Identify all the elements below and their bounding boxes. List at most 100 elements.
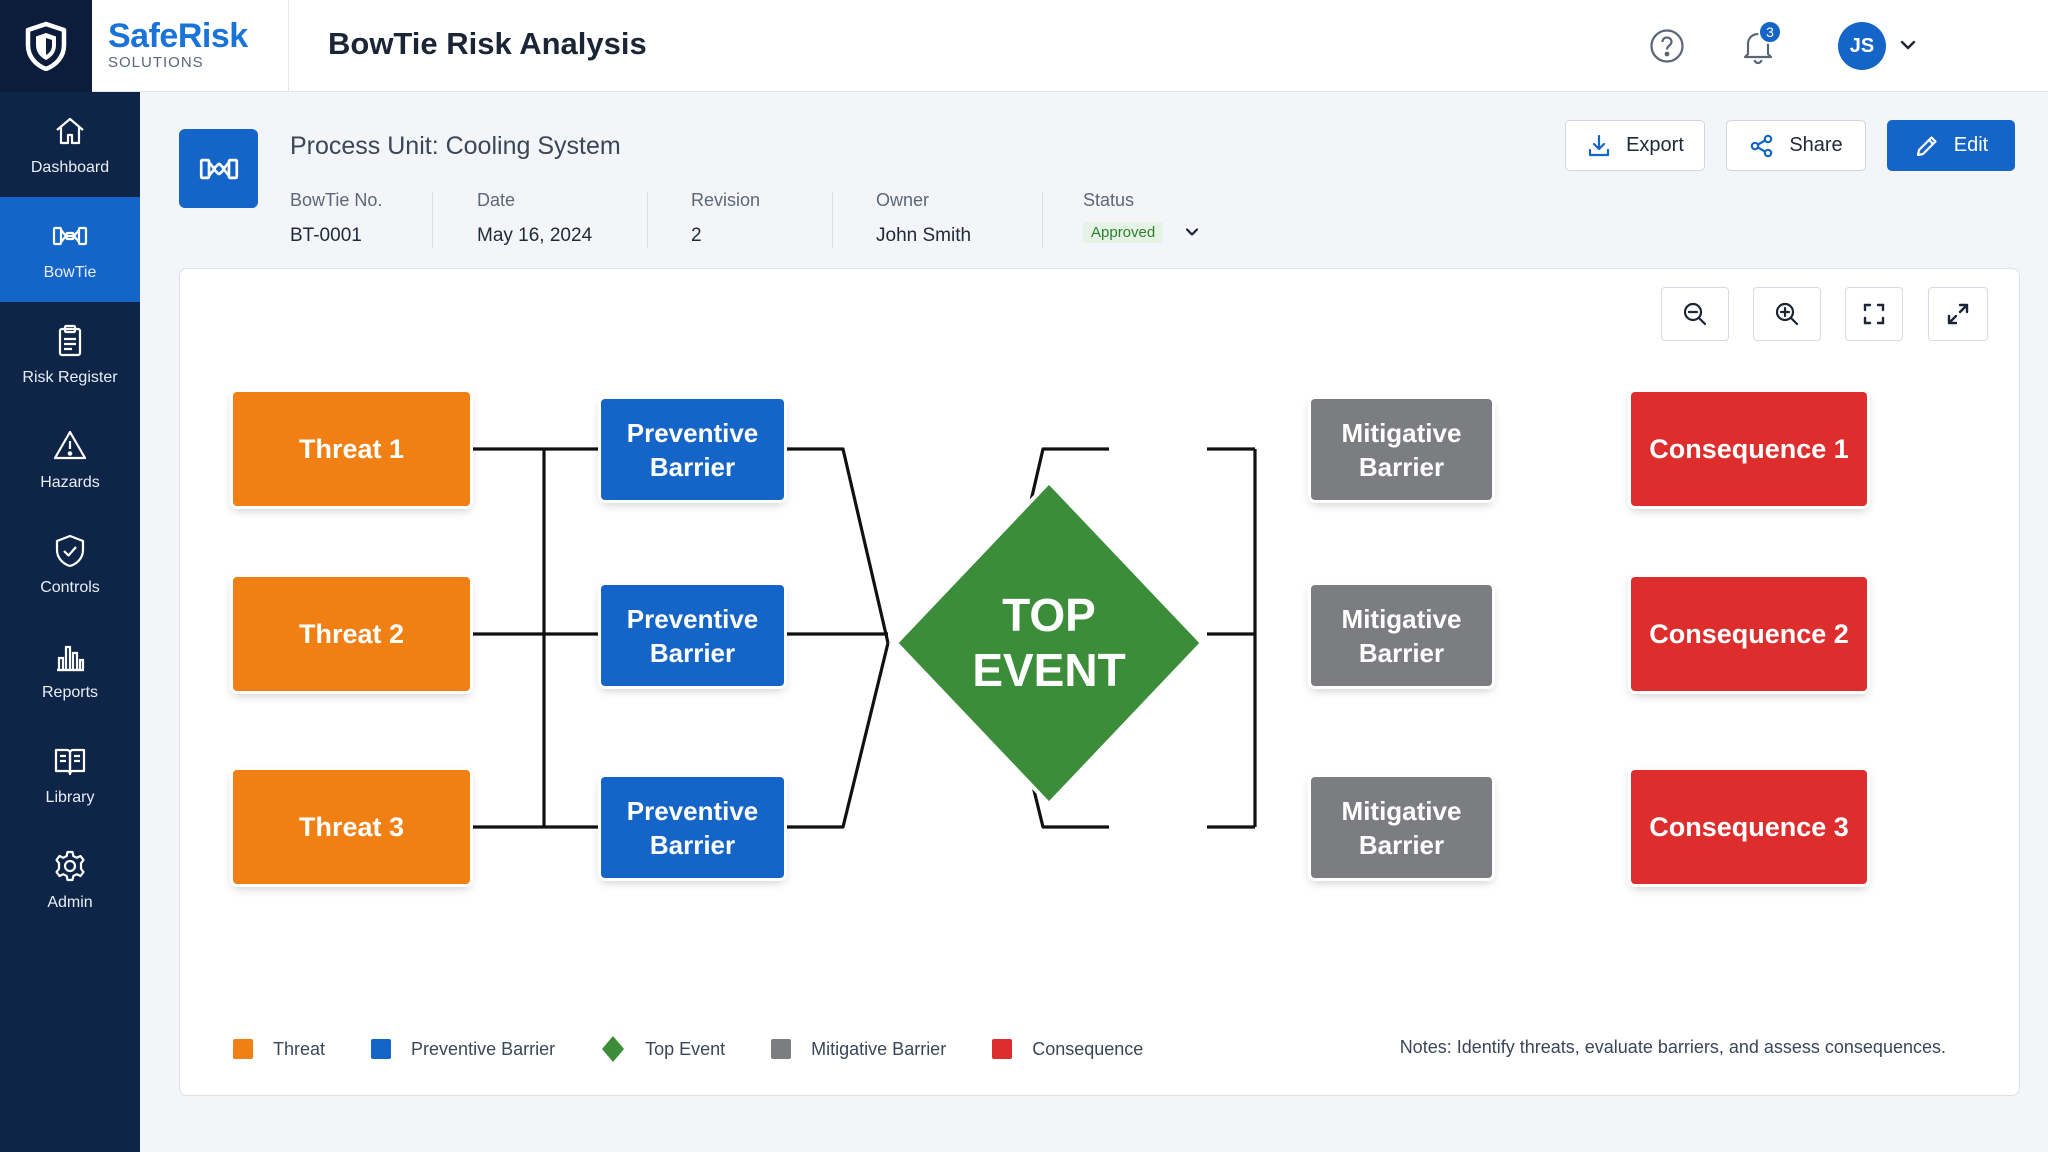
sidebar-item-reports[interactable]: Reports — [0, 617, 140, 722]
meta-label: BowTie No. — [290, 190, 383, 210]
meta-value: 2 — [691, 225, 702, 246]
chevron-down-icon — [1185, 228, 1198, 236]
download-icon — [1588, 134, 1610, 156]
meta-owner: Owner John Smith — [876, 190, 971, 248]
sidebar-item-label: Controls — [40, 578, 100, 596]
fullscreen-button[interactable] — [1928, 287, 1988, 341]
sidebar-item-dashboard[interactable]: Dashboard — [0, 92, 140, 197]
shield-logo-icon — [25, 21, 67, 71]
sidebar: Dashboard BowTie Risk Register Hazards C… — [0, 0, 140, 1152]
export-label: Export — [1626, 134, 1684, 156]
zoom-out-button[interactable] — [1661, 287, 1729, 341]
sidebar-item-bowtie[interactable]: BowTie — [0, 197, 140, 302]
legend-swatch — [771, 1039, 792, 1059]
pencil-icon — [1916, 135, 1937, 156]
brand-name: SafeRisk — [108, 17, 248, 55]
sidebar-item-label: Hazards — [40, 473, 100, 491]
process-title: Process Unit: Cooling System — [290, 132, 621, 160]
sidebar-item-label: Admin — [47, 893, 93, 911]
status-badge: Approved — [1083, 222, 1164, 243]
edit-button[interactable]: Edit — [1887, 120, 2015, 171]
fit-screen-button[interactable] — [1845, 287, 1903, 341]
meta-value: John Smith — [876, 225, 972, 246]
share-label: Share — [1789, 134, 1843, 156]
help-icon[interactable] — [1649, 28, 1685, 64]
divider — [432, 192, 433, 248]
process-bowtie-icon — [179, 129, 258, 208]
sidebar-item-admin[interactable]: Admin — [0, 827, 140, 932]
gear-icon — [55, 850, 85, 881]
brand-subtitle: SOLUTIONS — [108, 54, 204, 71]
top-event-diamond[interactable] — [893, 479, 1205, 807]
sidebar-item-label: Reports — [41, 683, 99, 701]
connector-lines — [472, 447, 1257, 829]
legend-label: Threat — [273, 1038, 326, 1059]
zoom-in-icon — [1775, 302, 1799, 326]
zoom-in-button[interactable] — [1753, 287, 1821, 341]
legend-item-consequence: Consequence — [992, 1039, 1143, 1060]
legend-label: Top Event — [645, 1038, 726, 1059]
meta-value: May 16, 2024 — [477, 225, 593, 246]
sidebar-item-library[interactable]: Library — [0, 722, 140, 827]
legend: Threat Preventive Barrier Top Event Miti… — [233, 1035, 1189, 1063]
meta-label: Owner — [876, 190, 930, 210]
logo[interactable] — [0, 0, 92, 92]
share-icon — [1751, 134, 1773, 157]
expand-icon — [1947, 303, 1969, 325]
divider — [288, 0, 289, 92]
legend-label: Preventive Barrier — [411, 1038, 556, 1059]
consequence-node-2[interactable]: Consequence 2 — [1631, 577, 1867, 691]
meta-status: Status Approved — [1083, 190, 1201, 248]
diamond-icon — [602, 1036, 625, 1062]
consequence-node-1[interactable]: Consequence 1 — [1631, 392, 1867, 506]
legend-item-threat: Threat — [233, 1039, 325, 1060]
sidebar-item-controls[interactable]: Controls — [0, 512, 140, 617]
export-button[interactable]: Export — [1565, 120, 1705, 171]
threat-node-2[interactable]: Threat 2 — [233, 577, 470, 691]
sidebar-item-risk-register[interactable]: Risk Register — [0, 302, 140, 407]
clipboard-icon — [58, 324, 82, 356]
legend-label: Consequence — [1032, 1038, 1144, 1059]
zoom-out-icon — [1683, 302, 1707, 326]
legend-swatch — [233, 1039, 253, 1059]
legend-item-top-event: Top Event — [601, 1035, 725, 1063]
legend-item-preventive-barrier: Preventive Barrier — [371, 1039, 555, 1060]
book-icon — [54, 748, 86, 775]
fit-screen-icon — [1863, 303, 1885, 325]
meta-bowtie-no: BowTie No. BT-0001 — [290, 190, 382, 248]
top-bar: SafeRisk SOLUTIONS BowTie Risk Analysis — [92, 0, 2048, 92]
chevron-down-icon[interactable] — [1897, 34, 1919, 56]
legend-label: Mitigative Barrier — [811, 1038, 947, 1059]
avatar[interactable]: JS — [1838, 22, 1886, 70]
divider — [647, 192, 648, 248]
sidebar-item-label: Dashboard — [30, 158, 110, 176]
meta-label: Date — [477, 190, 516, 210]
notification-badge: 3 — [1758, 20, 1782, 44]
meta-label: Revision — [691, 190, 761, 210]
legend-item-mitigative-barrier: Mitigative Barrier — [771, 1039, 946, 1060]
sidebar-item-hazards[interactable]: Hazards — [0, 407, 140, 512]
consequence-node-3[interactable]: Consequence 3 — [1631, 770, 1867, 884]
bar-chart-icon — [57, 645, 85, 671]
brand[interactable]: SafeRisk SOLUTIONS — [108, 18, 248, 72]
meta-label: Status — [1083, 190, 1135, 210]
threat-node-3[interactable]: Threat 3 — [233, 770, 470, 884]
divider — [1042, 192, 1043, 248]
share-button[interactable]: Share — [1726, 120, 1866, 171]
status-dropdown[interactable]: Approved — [1083, 221, 1201, 243]
meta-revision: Revision 2 — [691, 190, 760, 248]
threat-node-1[interactable]: Threat 1 — [233, 392, 470, 506]
legend-swatch — [371, 1039, 392, 1059]
edit-label: Edit — [1953, 134, 1989, 156]
warning-icon — [53, 430, 87, 459]
sidebar-item-label: Library — [45, 788, 95, 806]
diagram-notes: Notes: Identify threats, evaluate barrie… — [1399, 1037, 1946, 1057]
meta-value: BT-0001 — [290, 225, 362, 246]
